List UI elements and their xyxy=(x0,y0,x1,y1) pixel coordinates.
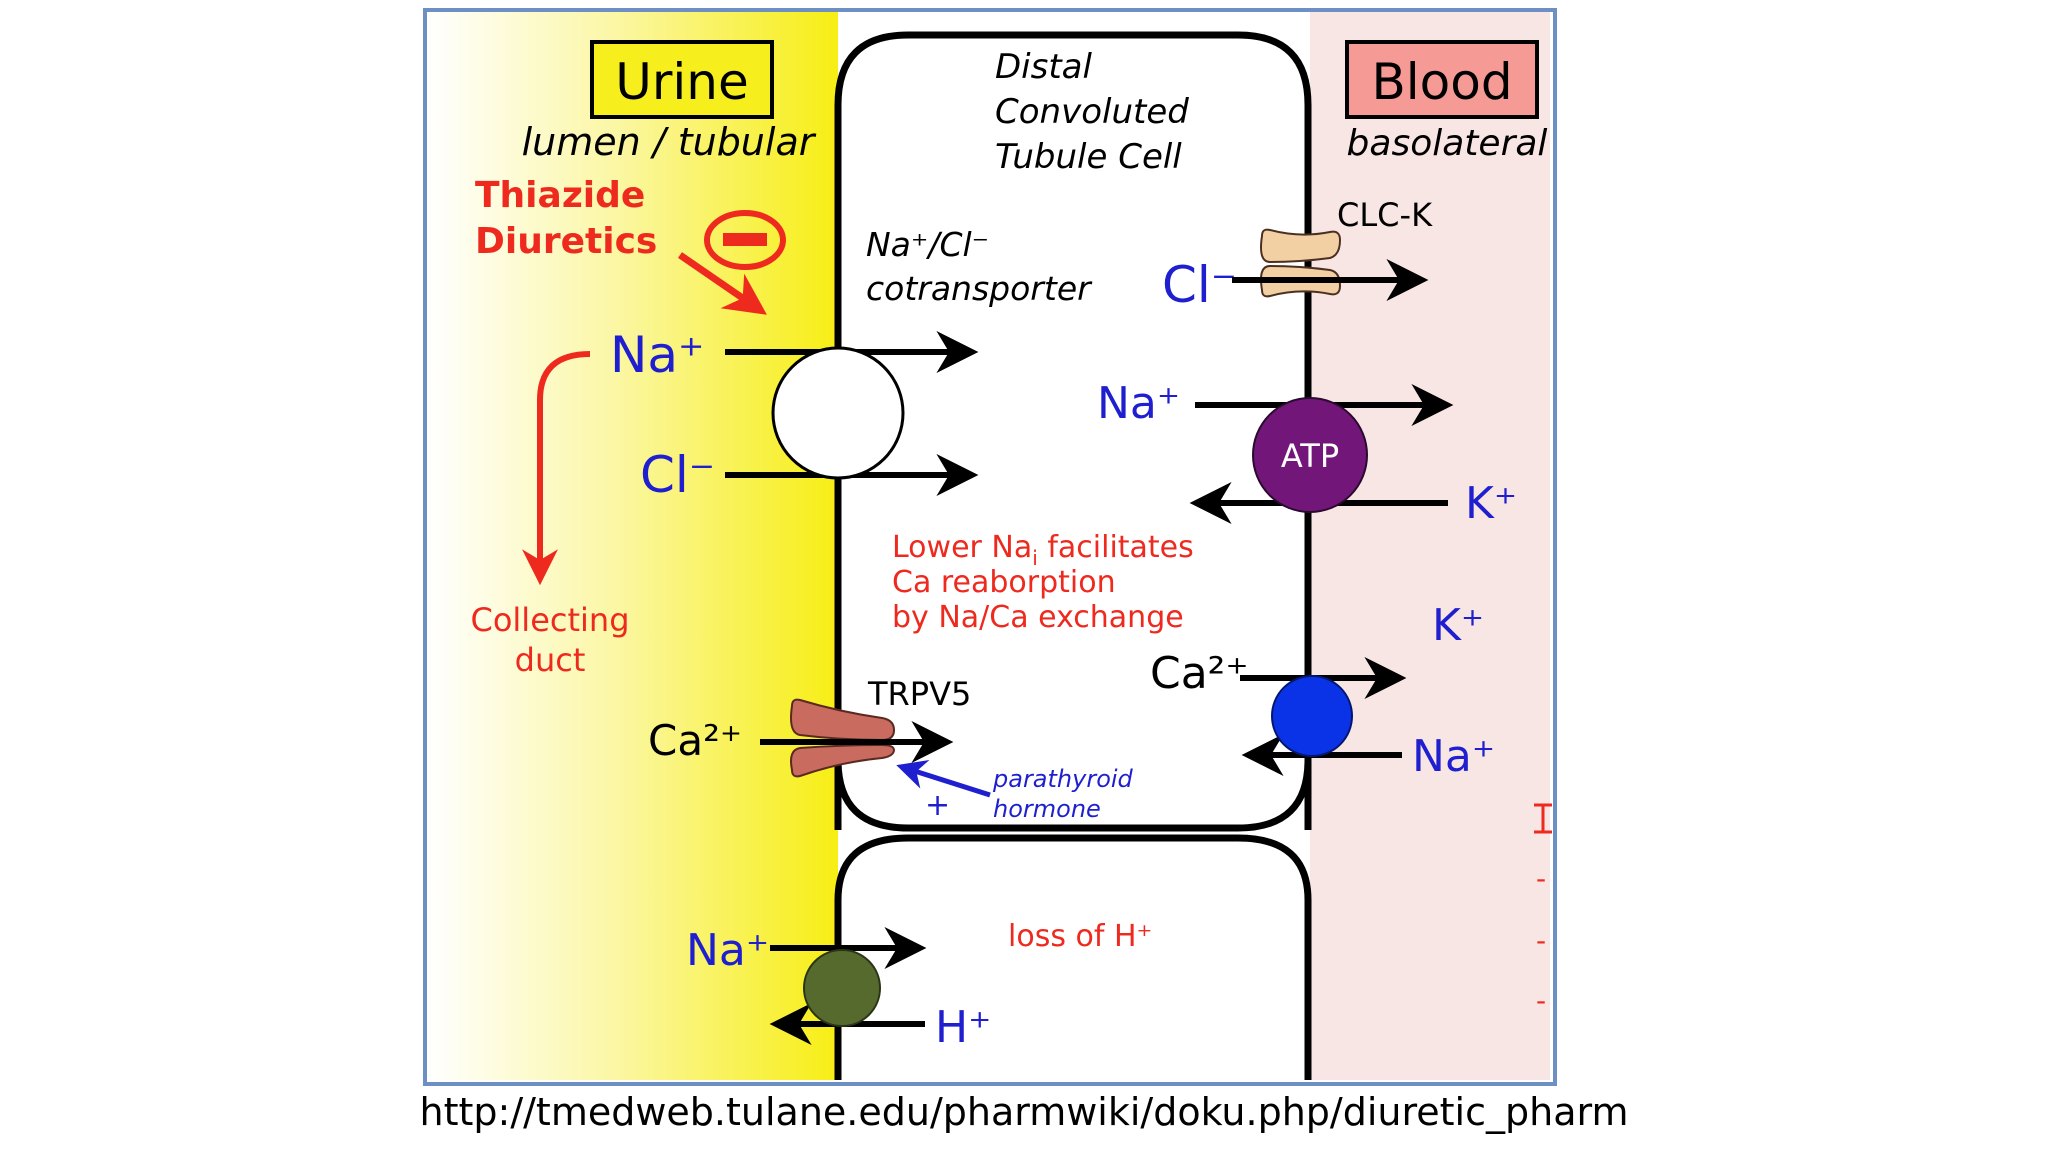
blood-label: Blood xyxy=(1371,53,1512,111)
thiazide-line1: Thiazide xyxy=(475,175,645,216)
loss-h-label: loss of H⁺ xyxy=(1008,919,1152,954)
pth-line1: parathyroid xyxy=(992,765,1134,793)
ion-na-lumen: Na⁺ xyxy=(610,326,704,384)
cell-upper-bottom xyxy=(834,759,1312,832)
pth-arrow xyxy=(896,759,991,798)
distal-tubule-cell-outline xyxy=(834,31,1312,833)
cell-title-line1: Distal xyxy=(995,47,1093,87)
diagram-frame xyxy=(423,8,1557,1086)
bullet-1: - xyxy=(1536,862,1546,895)
cell-title-line2: Convoluted xyxy=(995,92,1189,132)
collecting-line2: duct xyxy=(515,641,586,679)
bullet-3: - xyxy=(1536,984,1546,1017)
urine-label: Urine xyxy=(615,53,749,111)
source-url: http://tmedweb.tulane.edu/pharmwiki/doku… xyxy=(419,1090,1629,1134)
na-cl-cotransporter xyxy=(771,346,905,480)
trpv5-label: TRPV5 xyxy=(867,675,971,713)
collecting-duct-arrow xyxy=(522,351,591,586)
basolateral-label: basolateral xyxy=(1347,123,1548,164)
na-h-exchanger xyxy=(803,949,881,1027)
ion-k-atp: K⁺ xyxy=(1465,478,1517,529)
pth-line2: hormone xyxy=(993,795,1101,823)
blood-region xyxy=(1310,12,1550,1080)
cropped-red-mark xyxy=(1534,803,1552,834)
ion-ca-baso: Ca²⁺ xyxy=(1150,648,1249,699)
inhibition-icon xyxy=(704,210,786,270)
thiazide-arrow xyxy=(678,252,767,315)
cotransporter-label: cotransporter xyxy=(866,269,1093,308)
ion-na-lower: Na⁺ xyxy=(686,925,769,976)
ion-h-lower: H⁺ xyxy=(935,1002,991,1053)
atp-label: ATP xyxy=(1281,437,1339,475)
urine-box xyxy=(590,40,774,119)
collecting-line1: Collecting xyxy=(470,601,629,639)
thiazide-line2: Diuretics xyxy=(475,221,657,262)
lower-na-line1: Lower Nai facilitates xyxy=(892,530,1194,570)
cell-title-line3: Tubule Cell xyxy=(995,137,1182,177)
pth-plus: + xyxy=(925,788,950,823)
ion-k-mid: K⁺ xyxy=(1432,600,1484,651)
ion-na-exch: Na⁺ xyxy=(1412,731,1495,782)
ion-cl-lumen: Cl⁻ xyxy=(640,446,715,504)
ion-na-atp: Na⁺ xyxy=(1097,378,1180,429)
lower-na-line3: by Na/Ca exchange xyxy=(892,600,1184,635)
ion-cl-baso: Cl⁻ xyxy=(1162,256,1237,314)
lower-na-line2: Ca reaborption xyxy=(892,565,1116,600)
cotransporter-ion-label: Na⁺/Cl⁻ xyxy=(866,225,989,264)
bullet-2: - xyxy=(1536,924,1546,957)
trpv5-channel xyxy=(790,698,896,778)
blood-box xyxy=(1345,40,1539,119)
na-ca-exchanger xyxy=(1271,675,1353,757)
na-k-atpase xyxy=(1252,397,1368,513)
urine-lumen-region xyxy=(428,12,838,1080)
ion-ca-lumen: Ca²⁺ xyxy=(648,716,742,765)
clck-label: CLC-K xyxy=(1337,196,1433,234)
lumen-label: lumen / tubular xyxy=(522,120,817,164)
distal-tubule-cell xyxy=(838,35,1308,1080)
lower-cell xyxy=(834,834,1312,1080)
